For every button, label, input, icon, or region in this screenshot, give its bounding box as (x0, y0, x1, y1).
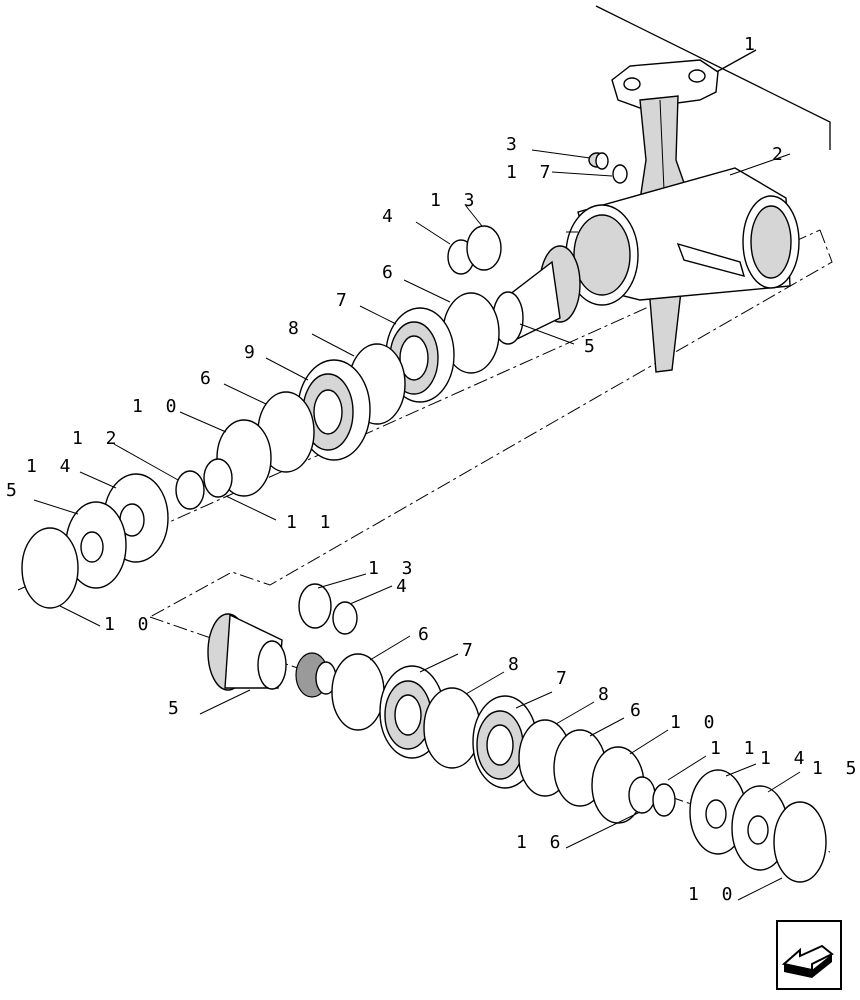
callout-5-lower: 5 (168, 698, 185, 719)
callout-12: 1 2 (72, 428, 123, 449)
callout-6-lower-b: 6 (630, 700, 647, 721)
callout-7-lower-b: 7 (556, 668, 573, 689)
callout-8-upper: 8 (288, 318, 305, 339)
callout-10-lower-b: 1 0 (688, 884, 739, 905)
leader-lines (33, 149, 801, 901)
callout-7-lower-a: 7 (462, 640, 479, 661)
lower-seal-6 (331, 653, 385, 731)
callout-7-upper: 7 (336, 290, 353, 311)
callout-15: 1 5 (812, 758, 860, 779)
callout-3: 3 (506, 134, 523, 155)
callout-6-lower-a: 6 (418, 624, 435, 645)
callout-2: 2 (772, 144, 789, 165)
lower-ring-16 (628, 776, 656, 814)
callout-10-lower-a: 1 0 (670, 712, 721, 733)
callout-9: 9 (244, 342, 261, 363)
lower-ring-11 (652, 783, 676, 817)
callout-11-upper: 1 1 (286, 512, 337, 533)
housing (565, 59, 800, 373)
back-arrow-icon[interactable] (776, 920, 842, 990)
lower-pinion-shaft (207, 613, 337, 698)
callout-4-upper: 4 (382, 206, 399, 227)
upper-shim-5 (65, 501, 127, 589)
lower-snap-ring-10b (773, 801, 827, 883)
callout-16: 1 6 (516, 832, 567, 853)
callout-8-lower-b: 8 (598, 684, 615, 705)
upper-snap-ring-10b (21, 527, 79, 609)
callout-8-lower-a: 8 (508, 654, 525, 675)
drain-plug (588, 152, 609, 170)
upper-ring-12 (175, 470, 205, 510)
plug-seal-ring (612, 164, 628, 184)
callouts: 1 2 3 1 7 1 3 4 6 5 7 8 9 6 1 0 1 2 1 4 … (6, 34, 860, 905)
callout-13-upper: 1 3 (430, 190, 481, 211)
callout-13-lower: 1 3 (368, 558, 419, 579)
callout-5-upper: 5 (584, 336, 601, 357)
lower-circlip-4 (332, 601, 358, 635)
upper-ring-11 (203, 458, 233, 498)
lower-ring-13 (298, 583, 332, 629)
callout-5-upper-shim: 5 (6, 480, 23, 501)
upper-bearing-9 (297, 359, 371, 461)
callout-6-upper-b: 6 (200, 368, 217, 389)
callout-11-lower: 1 1 (710, 738, 761, 759)
callout-6-upper-a: 6 (382, 262, 399, 283)
callout-10-upper-a: 1 0 (132, 396, 183, 417)
lower-race-8 (423, 687, 481, 769)
callout-1: 1 (744, 34, 761, 55)
lower-bearing-7 (379, 665, 445, 759)
callout-10-upper-b: 1 0 (104, 614, 155, 635)
callout-14-lower: 1 4 (760, 748, 811, 769)
callout-17: 1 7 (506, 162, 557, 183)
callout-4-lower: 4 (396, 576, 413, 597)
callout-14-upper: 1 4 (26, 456, 77, 477)
upper-ring-13 (466, 225, 502, 271)
